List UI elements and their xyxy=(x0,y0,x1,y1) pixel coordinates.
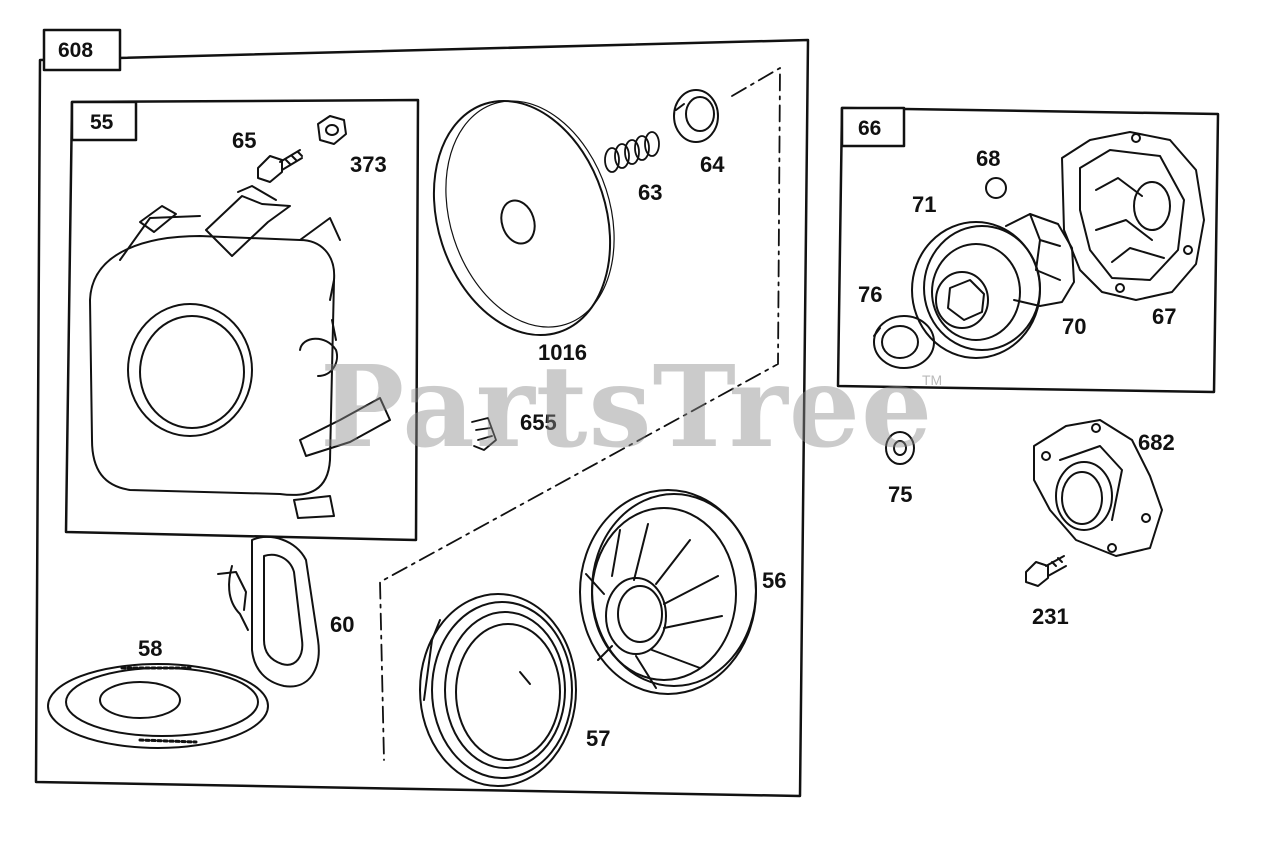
callout-57[interactable]: 57 xyxy=(586,726,611,751)
callout-67[interactable]: 67 xyxy=(1152,304,1177,329)
callout-65[interactable]: 65 xyxy=(232,128,257,153)
housing-55 xyxy=(89,185,391,519)
callout-64[interactable]: 64 xyxy=(700,152,725,177)
callout-75[interactable]: 75 xyxy=(888,482,913,507)
pulley-71 xyxy=(911,221,1041,359)
clip-655 xyxy=(471,417,497,451)
callout-60[interactable]: 60 xyxy=(330,612,355,637)
callout-373[interactable]: 373 xyxy=(350,152,387,177)
bushing-64 xyxy=(673,89,719,143)
frame-66-tag xyxy=(840,106,906,148)
callout-231[interactable]: 231 xyxy=(1032,604,1069,629)
callout-56[interactable]: 56 xyxy=(762,568,787,593)
washer-75 xyxy=(885,431,915,465)
rope-58 xyxy=(47,663,269,749)
frame-66 xyxy=(836,106,1220,394)
bracket-682 xyxy=(1033,419,1163,557)
pulley-56 xyxy=(579,489,757,695)
frame-608-tag xyxy=(42,28,122,72)
spring-63 xyxy=(604,131,660,173)
housing-67 xyxy=(1061,131,1205,301)
callout-71[interactable]: 71 xyxy=(912,192,937,217)
frame-608 xyxy=(34,38,810,798)
group-label-608: 608 xyxy=(58,39,94,62)
frame-55-tag xyxy=(70,100,138,142)
callout-1016[interactable]: 1016 xyxy=(538,340,587,365)
seal-76 xyxy=(873,315,935,369)
screw-231 xyxy=(1025,555,1067,587)
group-label-66: 66 xyxy=(858,117,882,140)
callout-655[interactable]: 655 xyxy=(520,410,557,435)
screw-65 xyxy=(257,149,303,183)
callout-63[interactable]: 63 xyxy=(638,180,663,205)
cup-70 xyxy=(1005,213,1075,307)
callout-58[interactable]: 58 xyxy=(138,636,163,661)
disc-1016 xyxy=(432,99,615,337)
callout-68[interactable]: 68 xyxy=(976,146,1001,171)
handle-60 xyxy=(217,535,320,688)
recoil-spring-57 xyxy=(419,593,577,787)
watermark-trademark: TM xyxy=(922,372,943,388)
group-label-55: 55 xyxy=(90,111,114,134)
callout-70[interactable]: 70 xyxy=(1062,314,1087,339)
callout-682[interactable]: 682 xyxy=(1138,430,1175,455)
watermark: PartsTree xyxy=(320,342,934,473)
callout-76[interactable]: 76 xyxy=(858,282,883,307)
ball-68 xyxy=(985,177,1007,199)
subassembly-outline xyxy=(379,67,781,761)
frame-55 xyxy=(64,98,420,542)
nut-373 xyxy=(317,115,347,145)
